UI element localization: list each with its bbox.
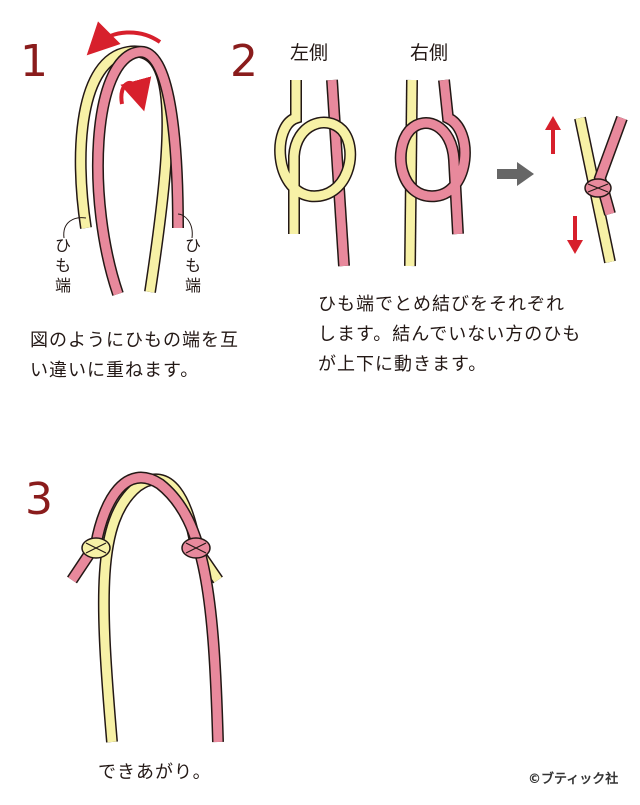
step-2-detail [574,115,628,264]
pink-cord [68,473,223,743]
cord-end-right-char: ひ [184,236,201,255]
cord-end-left-char: ひ [54,236,71,255]
cord-end-right-label: ひ も 端 [184,236,202,296]
yellow-cord [405,79,417,267]
cord-end-right-char: 端 [184,276,201,295]
leader-line-right [177,213,193,239]
cord-end-left-char: も [54,256,71,275]
cord-end-right-char: も [184,256,201,275]
rotate-arrow-top-icon [86,21,162,56]
rotate-arrow-inner-icon [119,76,152,112]
pink-cord [396,79,470,235]
left-side-label: 左側 [290,42,329,64]
pink-cord [327,79,349,267]
cord-end-left-char: 端 [54,276,71,295]
slide-up-arrow-icon [545,116,561,154]
cord-end-left-label: ひ も 端 [54,236,72,296]
yellow-cord [275,80,355,234]
step-3-finished-cord [67,471,224,743]
right-side-label: 右側 [410,42,449,64]
step-3-number: 3 [25,474,53,525]
step-2-number: 2 [230,36,258,87]
next-arrow-icon [497,162,534,186]
step-2-left-knot [274,79,357,267]
step-2-right-knot [394,79,471,267]
pink-cord [93,47,183,296]
step-2-caption: ひも端でとめ結びをそれぞれ します。結んでいない方のひも が上下に動きます。 [318,294,582,375]
yellow-cord-outline [97,473,223,743]
step-3-caption: できあがり。 [98,762,212,783]
step-1-cords [74,45,184,296]
leader-line-left [63,217,87,239]
pink-cord-outline [67,471,224,743]
copyright-notice: ©ブティック社 [528,772,619,787]
slide-down-arrow-icon [567,216,583,254]
pink-cord [595,116,627,216]
step-1-number: 1 [20,36,48,87]
step-1-caption: 図のようにひもの端を互 い違いに重ねます。 [30,330,239,381]
